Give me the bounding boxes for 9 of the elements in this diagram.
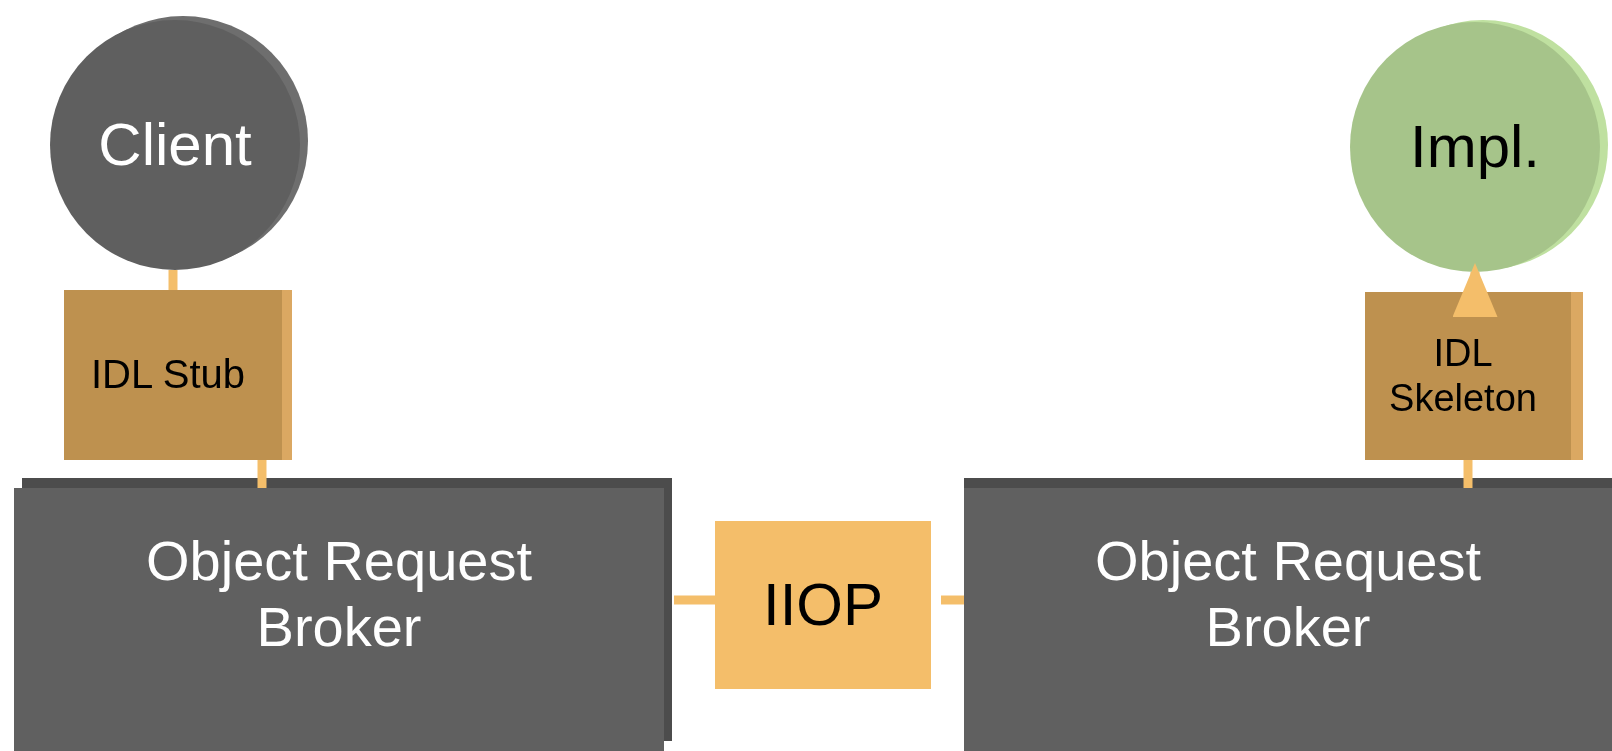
node-label: IIOP: [763, 569, 883, 640]
node-label: Client: [98, 109, 252, 180]
arrow: [1452, 263, 1498, 317]
node-label: Impl.: [1410, 111, 1540, 182]
node-label: IDL Skeleton: [1388, 331, 1538, 421]
node-label: IDL Stub: [90, 351, 246, 399]
node-label: Object Request Broker: [145, 528, 533, 661]
node-label: Object Request Broker: [1094, 528, 1482, 661]
protocol-box: [715, 521, 931, 689]
